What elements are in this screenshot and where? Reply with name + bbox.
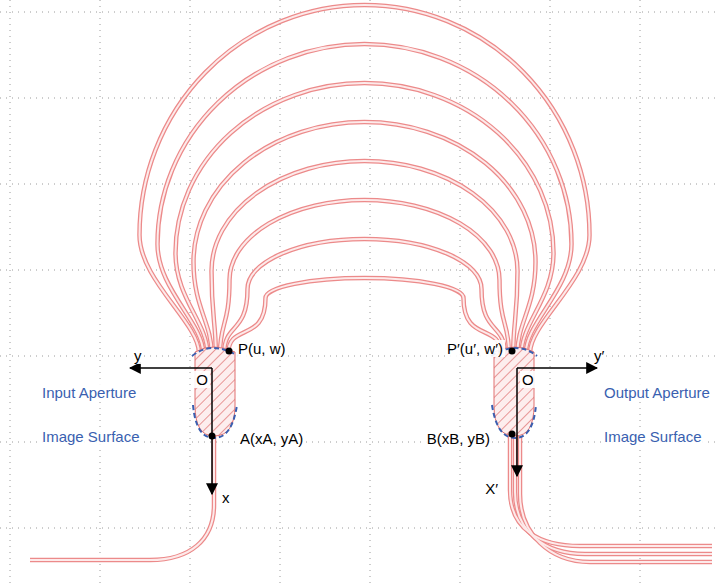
axis-label: y′ [592, 347, 606, 364]
surface-label: Image Surface [40, 428, 142, 445]
point-p-prime [509, 348, 516, 355]
x-prime-axis [516, 368, 518, 476]
waveguides [30, 5, 712, 562]
grid-line [640, 0, 641, 584]
waveguide-core [510, 436, 712, 546]
grid-line [370, 0, 371, 584]
point-label: P(u, w) [236, 340, 288, 357]
origin-label: O [194, 371, 210, 388]
axis-label: y [132, 347, 144, 364]
aperture-label: Output Aperture [602, 384, 712, 401]
waveguide-core [176, 83, 554, 357]
grid-line [0, 528, 717, 529]
waveguide [158, 44, 572, 357]
waveguide [224, 239, 505, 357]
waveguide [212, 161, 518, 357]
axis-label: x [220, 489, 232, 506]
point-a [209, 433, 216, 440]
point-b [509, 431, 516, 438]
waveguide-core [515, 436, 712, 554]
origin-label: O [520, 371, 536, 388]
input-aperture-curve [192, 348, 238, 356]
aperture-label: Input Aperture [40, 384, 138, 401]
point-label: P′(u′, w′) [445, 340, 505, 357]
grid-line [0, 12, 717, 13]
grid-line [0, 98, 717, 99]
waveguide [510, 436, 712, 546]
grid-line [100, 0, 101, 584]
waveguide [220, 200, 509, 357]
grid-line [550, 0, 551, 584]
waveguide-core [158, 44, 572, 357]
apertures [192, 347, 537, 438]
point-label: B(xB, yB) [425, 430, 492, 447]
waveguide [515, 436, 712, 554]
y-axis [130, 367, 212, 369]
input-region [195, 347, 235, 436]
grid-line [280, 0, 281, 584]
axes [130, 368, 597, 494]
waveguide-core [30, 436, 214, 560]
waveguide-core [224, 239, 505, 357]
x-axis [211, 368, 213, 494]
grid-line [0, 270, 717, 271]
grid-line [0, 184, 717, 185]
axis-label: X′ [483, 480, 500, 497]
waveguide [520, 436, 712, 562]
output-region [494, 347, 534, 436]
waveguide [140, 5, 590, 357]
point-p [226, 348, 233, 355]
y-prime-axis [517, 367, 597, 369]
waveguide-core [220, 200, 509, 357]
waveguide-core [212, 161, 518, 357]
image-surface-curve [492, 405, 536, 438]
image-surface-curve [193, 405, 237, 438]
waveguide [30, 436, 214, 560]
waveguide-core [520, 436, 712, 562]
waveguide-core [140, 5, 590, 357]
surface-label: Image Surface [602, 428, 704, 445]
waveguide [176, 83, 554, 357]
point-label: A(xA, yA) [238, 430, 305, 447]
waveguide-core [194, 122, 536, 357]
grid-line [0, 356, 717, 357]
waveguide [194, 122, 536, 357]
grid-line [10, 0, 11, 584]
points [209, 348, 516, 440]
